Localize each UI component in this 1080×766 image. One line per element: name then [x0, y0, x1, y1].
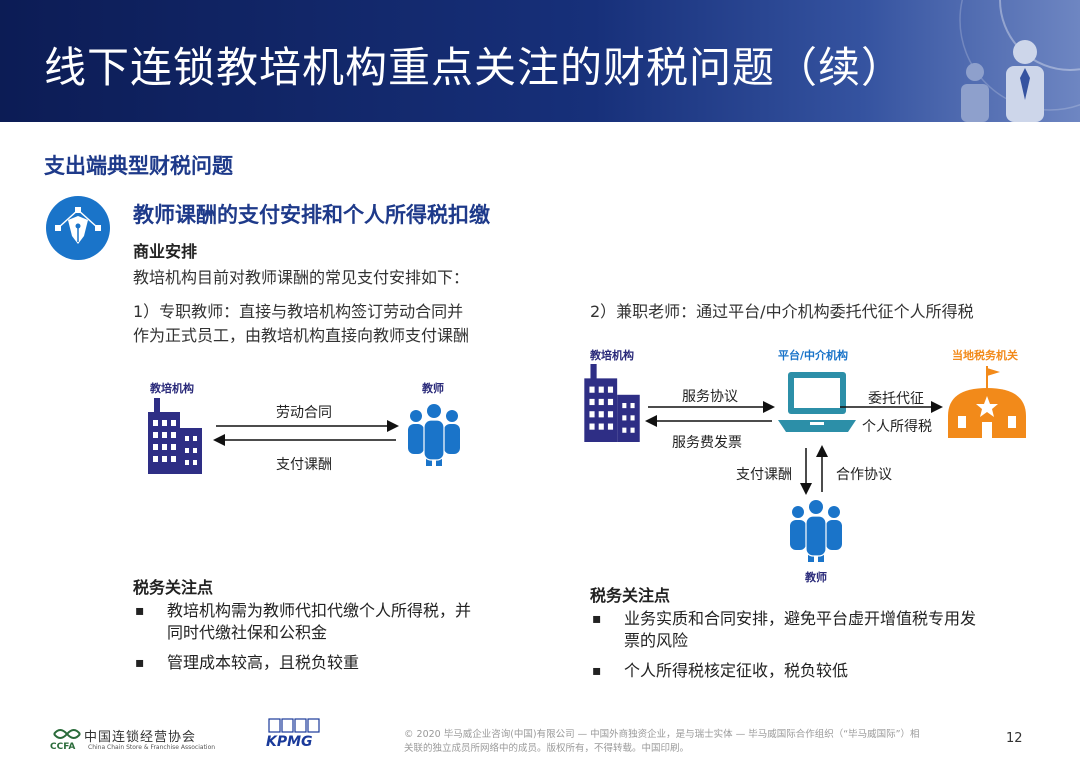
- option2-entrust-label: 委托代征: [868, 391, 924, 407]
- laptop-icon: [778, 372, 856, 432]
- building-icon: [148, 398, 202, 474]
- option1-description: 1）专职教师：直接与教培机构签订劳动合同并 作为正式员工，由教培机构直接向教师支…: [133, 300, 553, 348]
- topic-intro: 教培机构目前对教师课酬的常见支付安排如下：: [133, 268, 470, 287]
- header-decoration-icon: [959, 0, 1080, 122]
- option1-line1: 1）专职教师：直接与教培机构签订劳动合同并: [133, 302, 464, 321]
- kpmg-wordmark: KPMG: [266, 734, 313, 750]
- list-item: 管理成本较高，且税负较重: [133, 652, 553, 674]
- copyright-notice: © 2020 毕马威企业咨询(中国)有限公司 — 中国外商独资企业，是与瑞士实体…: [404, 729, 920, 754]
- topic-label: 商业安排: [133, 242, 198, 261]
- option2-platform-label: 平台/中介机构: [778, 349, 849, 362]
- ccfa-name-cn: 中国连锁经营协会: [84, 730, 197, 745]
- pen-tool-badge: [46, 196, 110, 260]
- option2-tax-label: 当地税务机关: [952, 349, 1018, 362]
- list-item: 个人所得税核定征收，税负较低: [590, 660, 1050, 682]
- option1-teacher-label: 教师: [422, 382, 444, 395]
- topic-title: 教师课酬的支付安排和个人所得税扣缴: [133, 203, 490, 227]
- tax-office-icon: [948, 366, 1026, 438]
- option1-arrows: [213, 420, 399, 446]
- option1-notes-title: 税务关注点: [133, 578, 214, 597]
- pen-nib-icon: [55, 207, 101, 244]
- option2-coop-label: 合作协议: [836, 467, 892, 483]
- option1-line2: 作为正式员工，由教培机构直接向教师支付课酬: [133, 326, 470, 345]
- section-title: 支出端典型财税问题: [44, 154, 233, 178]
- option1-pay-label: 支付课酬: [276, 457, 332, 473]
- kpmg-boxes-icon: [268, 718, 320, 733]
- page-number: 12: [1006, 731, 1023, 746]
- ccfa-name-en: China Chain Store & Franchise Associatio…: [88, 744, 216, 751]
- header-banner: 线下连锁教培机构重点关注的财税问题（续）: [0, 0, 1080, 122]
- teacher-group-icon: [790, 500, 842, 562]
- option2-service-agreement-label: 服务协议: [682, 389, 738, 405]
- option1-org-label: 教培机构: [150, 382, 194, 395]
- ccfa-mark-icon: [53, 729, 81, 739]
- option2-invoice-label: 服务费发票: [672, 435, 742, 451]
- option2-teacher-label: 教师: [805, 571, 827, 584]
- option2-description: 2）兼职老师：通过平台/中介机构委托代征个人所得税: [590, 302, 974, 321]
- option2-org-label: 教培机构: [590, 349, 634, 362]
- ccfa-abbr: CCFA: [50, 742, 76, 752]
- teacher-group-icon: [408, 404, 460, 466]
- option2-iit-label: 个人所得税: [862, 419, 932, 435]
- option2-pay-label: 支付课酬: [736, 467, 792, 483]
- option1-contract-label: 劳动合同: [276, 405, 332, 421]
- building-icon: [584, 364, 640, 442]
- page-title: 线下连锁教培机构重点关注的财税问题（续）: [44, 43, 905, 92]
- option2-arrows: [645, 401, 943, 495]
- option2-notes-title: 税务关注点: [590, 586, 671, 605]
